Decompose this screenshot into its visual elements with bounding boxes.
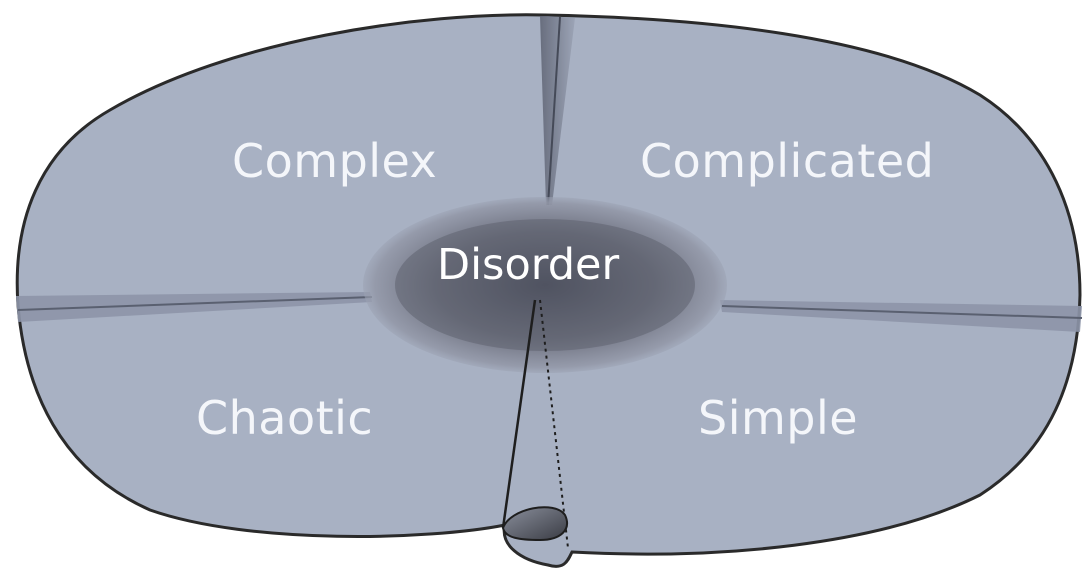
label-disorder: Disorder <box>437 240 619 290</box>
label-complex: Complex <box>232 134 437 188</box>
label-chaotic: Chaotic <box>196 391 373 445</box>
label-simple: Simple <box>698 391 858 445</box>
label-complicated: Complicated <box>640 134 934 188</box>
